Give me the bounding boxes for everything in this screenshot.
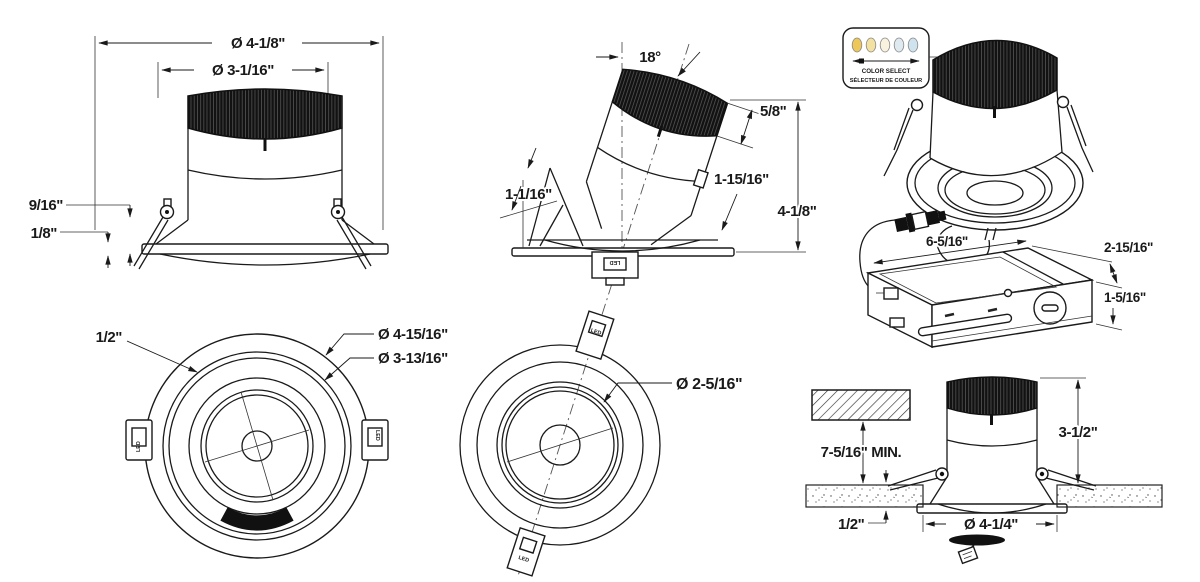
dim-aperture-dia: Ø 2-5/16": [603, 374, 745, 403]
dim-label-top-outer: Ø 4-15/16": [378, 326, 448, 343]
dim-total-height: 4-1/8": [730, 99, 819, 253]
trim-flange: [141, 243, 389, 255]
dim-box-depth: 2-15/16": [1031, 238, 1155, 289]
dim-top-outer-dia: Ø 4-15/16": [325, 324, 451, 356]
dim-tilt-angle: 18°: [596, 47, 701, 77]
view-assembly: COLOR SELECT SÉLECTEUR DE COULEUR: [842, 27, 1155, 349]
joist-hatch: [811, 389, 911, 421]
heatsink-arc: [220, 507, 294, 531]
dim-box-length: 6-5/16": [873, 232, 1027, 265]
cct-dot-3: [879, 37, 891, 53]
cct-dot-2: [865, 37, 877, 53]
dim-label-lip: 1/8": [31, 225, 58, 242]
dim-label-body-length: 1-15/16": [714, 171, 769, 188]
heatsink-band: [932, 39, 1058, 110]
dim-label-recess: 1-1/16": [505, 186, 552, 203]
heatsink-band: [946, 376, 1038, 416]
trim-flange: [916, 503, 1068, 514]
led-tab-bottom: LED: [591, 251, 639, 286]
dim-label-ceiling: 1/2": [838, 516, 865, 533]
dim-label-front-inner: Ø 3-1/16": [212, 62, 274, 79]
aperture-tab-bottom: LED: [506, 526, 546, 577]
tab-led-label: LED: [590, 328, 602, 337]
mount-tab-right: LED: [361, 419, 389, 461]
tab-led-label: LED: [374, 430, 380, 441]
dim-label-top-inner: Ø 3-13/16": [378, 350, 448, 367]
junction-box: [865, 247, 1095, 349]
dim-label-total-height: 4-1/8": [778, 203, 817, 220]
box-slot: [917, 313, 1013, 337]
dim-label-fixture-height: 3-1/2": [1059, 424, 1098, 441]
dim-label-aperture: Ø 2-5/16": [676, 376, 742, 393]
tab-led-label: LED: [136, 441, 142, 452]
color-select-label-fr: SÉLECTEUR DE COULEUR: [850, 76, 922, 84]
dim-label-box-depth: 2-15/16": [1104, 240, 1153, 255]
dim-recess: 1-1/16": [499, 147, 558, 219]
tilted-body: [585, 68, 729, 246]
ceiling-left: [805, 484, 924, 508]
cutout-hole-icon: [949, 534, 1005, 565]
dim-trim-width: 1/2": [94, 327, 198, 373]
dim-label-hole-dia: Ø 4-1/4": [964, 516, 1018, 533]
color-select-badge: COLOR SELECT SÉLECTEUR DE COULEUR: [842, 27, 956, 89]
dim-label-tilt-depth: 5/8": [760, 103, 787, 120]
color-select-label-en: COLOR SELECT: [862, 68, 911, 75]
cct-dot-1: [851, 37, 863, 53]
ceiling-right: [1056, 484, 1163, 508]
cct-dot-5: [907, 37, 919, 53]
downlight-front-body: [141, 88, 389, 266]
dim-label-box-height: 1-5/16": [1104, 290, 1146, 305]
dim-box-height: 1-5/16": [1095, 288, 1148, 331]
dim-front-outer-dia: Ø 4-1/8": [98, 33, 380, 54]
spring-clip-right: [1056, 95, 1094, 173]
spring-clip-left: [133, 198, 175, 270]
dim-lip: 1/8": [29, 223, 111, 268]
dim-flange-height: 9/16": [27, 195, 133, 266]
dim-label-front-outer: Ø 4-1/8": [231, 35, 285, 52]
installed-fixture: [916, 376, 1068, 514]
view-front: Ø 4-1/8" Ø 3-1/16" 9/16" 1/8": [27, 33, 389, 270]
tab-led-label: LED: [610, 259, 621, 265]
dim-tilt-depth: 5/8": [716, 101, 789, 149]
dim-clearance: 7-5/16" MIN.: [819, 421, 904, 484]
dim-label-angle: 18°: [639, 49, 661, 66]
cct-dot-4: [893, 37, 905, 53]
spring-clip-left: [887, 467, 949, 491]
dim-label-clearance: 7-5/16" MIN.: [821, 444, 902, 461]
dim-label-trim-width: 1/2": [96, 329, 123, 346]
dim-label-flange-height: 9/16": [29, 197, 64, 214]
view-aperture: LED LED Ø 2-5/16": [459, 310, 745, 577]
dim-body-length: 1-15/16": [712, 169, 771, 231]
tab-led-label: LED: [518, 555, 530, 564]
heatsink-notch: [263, 138, 267, 151]
dim-hole-dia: Ø 4-1/4": [922, 514, 1058, 535]
spring-clip-right: [330, 198, 372, 270]
dim-top-inner-dia: Ø 3-13/16": [324, 348, 451, 381]
dim-front-inner-dia: Ø 3-1/16": [161, 60, 325, 81]
view-top: LED LED 1/2" Ø 4-15/16" Ø 3-13/16": [94, 324, 451, 559]
view-install: 7-5/16" MIN. 3-1/2" 1/2" Ø 4-1/4": [805, 376, 1163, 565]
spring-clip-left: [883, 98, 924, 177]
dim-label-box-length: 6-5/16": [926, 234, 968, 249]
cct-slider-knob: [859, 58, 864, 64]
aperture-tab-top: LED: [575, 310, 615, 361]
box-cable-entry: [883, 287, 899, 300]
fixture-3d: [883, 39, 1094, 241]
heatsink-band: [187, 88, 343, 140]
dim-fixture-height: 3-1/2": [1040, 377, 1100, 484]
spring-clip-right: [1035, 467, 1097, 491]
heatsink-band: [611, 68, 729, 137]
view-tilt: 18° LED 5/8" 1-15/16" 4: [499, 42, 819, 577]
dim-ceiling-thickness: 1/2": [836, 470, 889, 535]
mount-tab-left: LED: [125, 419, 153, 461]
quick-connector: [894, 210, 947, 233]
